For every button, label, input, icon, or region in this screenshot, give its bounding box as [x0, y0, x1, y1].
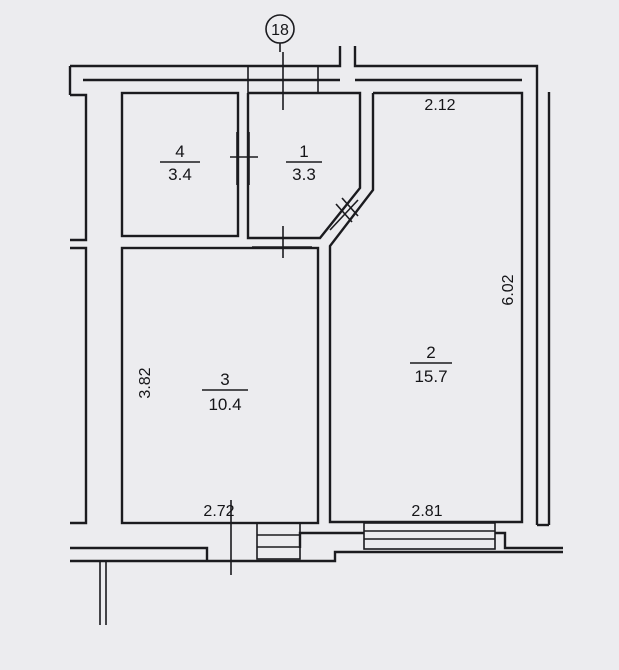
- room-2-number: 2: [426, 343, 435, 362]
- dim-room2-width-bottom: 2.81: [411, 503, 442, 520]
- left-wall-lower: [70, 246, 88, 525]
- dim-room3-width: 2.72: [203, 503, 234, 520]
- dim-room2-width-top: 2.12: [424, 97, 455, 114]
- room-1-number: 1: [299, 142, 308, 161]
- bottom-wall-mid: [298, 531, 364, 548]
- room-3-outline: [120, 246, 320, 525]
- dim-room2-length: 6.02: [500, 274, 517, 305]
- top-wall-right: [353, 46, 539, 88]
- room-3-area: 10.4: [208, 395, 241, 414]
- dim-room3-length: 3.82: [137, 367, 154, 398]
- door-room1-room2: [329, 199, 359, 231]
- room-1-outline: [246, 91, 362, 240]
- bottom-wall-right: [495, 531, 563, 550]
- room-4-number: 4: [175, 142, 184, 161]
- room-2-label: 2 15.7: [410, 343, 452, 386]
- door-marks: [230, 52, 359, 258]
- room-4-area: 3.4: [168, 165, 192, 184]
- outer-walls: [68, 46, 563, 625]
- axis-marker-label: 18: [271, 22, 289, 39]
- room-2-area: 15.7: [414, 367, 447, 386]
- window-room2: [363, 522, 496, 550]
- bottom-wall-left: [70, 546, 209, 560]
- axis-marker: 18: [265, 14, 295, 52]
- room-2-outline: [328, 91, 524, 524]
- room-1-area: 3.3: [292, 165, 316, 184]
- windows: [230, 500, 496, 575]
- room-3-number: 3: [220, 370, 229, 389]
- room-3-label: 3 10.4: [202, 370, 248, 414]
- door-room1-room2-b: [341, 197, 359, 217]
- balcony-edge: [70, 550, 563, 563]
- room-4-outline: [120, 91, 240, 238]
- left-wall-upper-stub: [70, 93, 88, 242]
- room-4-label: 4 3.4: [160, 142, 200, 184]
- top-wall-left: [70, 46, 342, 68]
- window-room3: [256, 522, 301, 560]
- door-room1-room2-a: [335, 203, 353, 223]
- room-1-label: 1 3.3: [286, 142, 322, 184]
